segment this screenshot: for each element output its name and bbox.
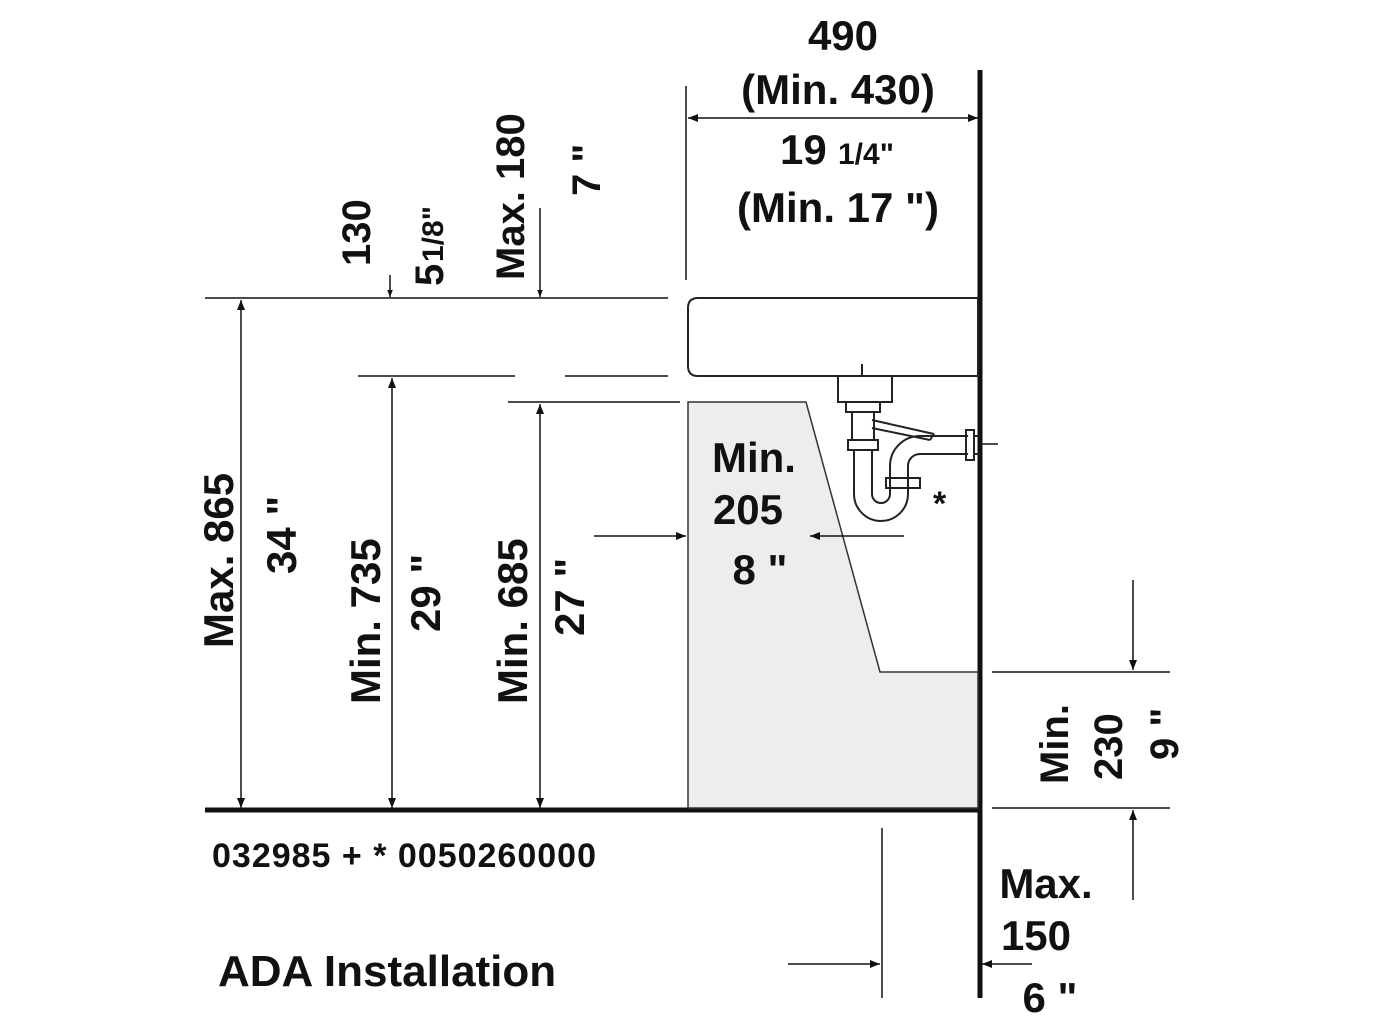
depth-max-mm-label: Max. 180 [489, 113, 533, 280]
height-max-mm-label: Max. 865 [195, 473, 242, 648]
drawing-title: ADA Installation [218, 947, 556, 996]
toe-height-mm-label: 230 [1087, 713, 1131, 780]
depth-in-label: 7 " [565, 144, 609, 196]
width-mm-label: 490 [808, 12, 878, 59]
rim-in-frac-label: 1/8" [417, 206, 450, 262]
rim-mm-label: 130 [335, 199, 379, 266]
height-max-in-label: 34 " [258, 496, 305, 574]
siphon-trap [837, 364, 998, 522]
toe-depth-mm-label: 150 [1001, 912, 1071, 959]
toe-min-in-label: 27 " [546, 558, 593, 636]
toe-min-mm-label: Min. 685 [489, 538, 536, 704]
washbasin [687, 297, 979, 377]
width-min-mm-label: (Min. 430) [741, 66, 935, 113]
width-in-whole-label: 19 [780, 126, 827, 173]
vanity-cabinet [687, 401, 979, 809]
article-numbers: 032985 + * 0050260000 [212, 837, 597, 875]
clearance-in-label: 8 " [733, 546, 788, 593]
width-in-frac-label: 1/4" [838, 138, 894, 171]
toe-depth-in-label: 6 " [1023, 974, 1078, 1021]
knee-min-mm-label: Min. 735 [342, 538, 389, 704]
toe-height-in-label: 9 " [1143, 708, 1187, 760]
toe-depth-max-label: Max. [999, 860, 1092, 907]
clearance-mm-label: 205 [713, 486, 783, 533]
knee-min-in-label: 29 " [402, 554, 449, 632]
width-min-in-label: (Min. 17 ") [737, 184, 939, 231]
toe-height-min-label: Min. [1033, 704, 1077, 784]
rim-in-whole-label: 5 [408, 264, 452, 286]
clearance-min-label: Min. [712, 434, 796, 481]
trap-asterisk: * [933, 485, 947, 523]
